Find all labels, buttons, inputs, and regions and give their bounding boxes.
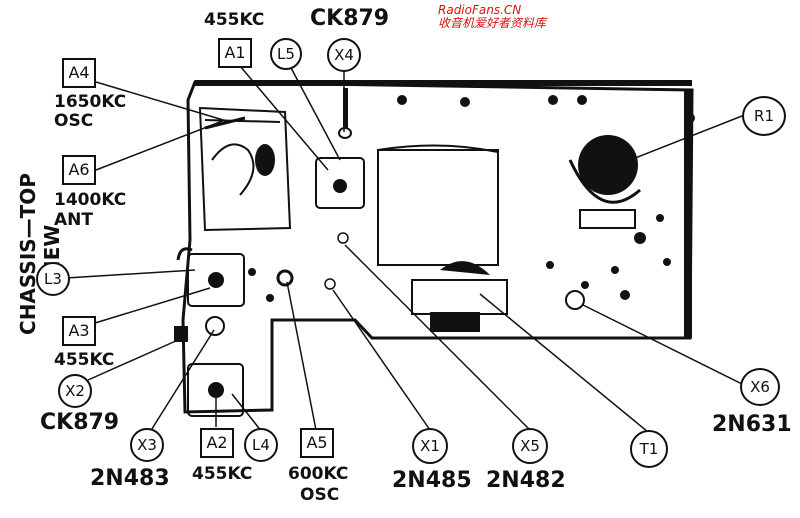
desc-a3: 455KC bbox=[54, 350, 115, 370]
desc-a2: 455KC bbox=[192, 464, 253, 484]
leader-lines bbox=[65, 65, 743, 433]
label-a5: A5 bbox=[300, 428, 334, 458]
desc-a4-type: OSC bbox=[54, 111, 94, 131]
watermark-tagline: 收音机爱好者资料库 bbox=[438, 15, 547, 30]
can-a1 bbox=[315, 157, 365, 209]
label-l4: L4 bbox=[244, 428, 278, 462]
desc-x2: CK879 bbox=[40, 410, 120, 435]
transistor-x4 bbox=[338, 127, 352, 139]
label-a2: A2 bbox=[200, 428, 234, 458]
transistor-x5 bbox=[337, 232, 349, 244]
transistor-x4-lead bbox=[343, 88, 348, 128]
watermark: RadioFans.CN 收音机爱好者资料库 bbox=[438, 4, 546, 29]
can-l3 bbox=[187, 253, 245, 307]
label-x3: X3 bbox=[130, 428, 164, 462]
chassis-outline bbox=[181, 80, 694, 414]
desc-x6: 2N631 bbox=[712, 412, 792, 437]
chassis-top-edge bbox=[195, 80, 692, 86]
desc-x5: 2N482 bbox=[486, 468, 566, 493]
desc-a5-type: OSC bbox=[300, 485, 340, 505]
label-a4: A4 bbox=[62, 58, 96, 88]
label-r1: R1 bbox=[742, 96, 786, 136]
mounting-holes bbox=[397, 95, 695, 300]
label-a6: A6 bbox=[62, 155, 96, 185]
transformer-t1 bbox=[411, 279, 508, 315]
board-area bbox=[377, 149, 499, 266]
volume-control-r1 bbox=[578, 135, 638, 195]
watermark-site: RadioFans.CN bbox=[438, 3, 522, 17]
chassis-right-edge bbox=[684, 90, 692, 338]
label-x1: X1 bbox=[412, 428, 448, 464]
label-a1: A1 bbox=[218, 38, 252, 68]
label-t1: T1 bbox=[630, 430, 668, 468]
transistor-x1 bbox=[324, 278, 336, 290]
label-x5: X5 bbox=[512, 428, 548, 464]
desc-a6-freq: 1400KC bbox=[54, 190, 127, 210]
label-a3: A3 bbox=[62, 316, 96, 346]
desc-a4-freq: 1650KC bbox=[54, 92, 127, 112]
transistor-x3 bbox=[205, 316, 225, 336]
coil-a5 bbox=[276, 269, 294, 287]
label-l5: L5 bbox=[270, 38, 302, 70]
label-x4: X4 bbox=[327, 38, 361, 72]
desc-x4: CK879 bbox=[310, 6, 390, 31]
label-x2: X2 bbox=[58, 374, 92, 408]
coil-wire bbox=[204, 116, 246, 130]
desc-x3: 2N483 bbox=[90, 466, 170, 491]
label-l3: L3 bbox=[36, 262, 70, 296]
coil-panel-upper bbox=[198, 106, 292, 232]
desc-a5-freq: 600KC bbox=[288, 464, 349, 484]
slug-a1 bbox=[333, 179, 347, 193]
label-x6: X6 bbox=[740, 368, 780, 406]
side-title: CHASSIS—TOP VIEW bbox=[16, 173, 64, 335]
desc-x1: 2N485 bbox=[392, 468, 472, 493]
desc-a6-type: ANT bbox=[54, 210, 93, 230]
coil-slug-a4 bbox=[255, 144, 275, 176]
transistor-x2 bbox=[174, 326, 188, 342]
desc-a1: 455KC bbox=[204, 10, 265, 30]
